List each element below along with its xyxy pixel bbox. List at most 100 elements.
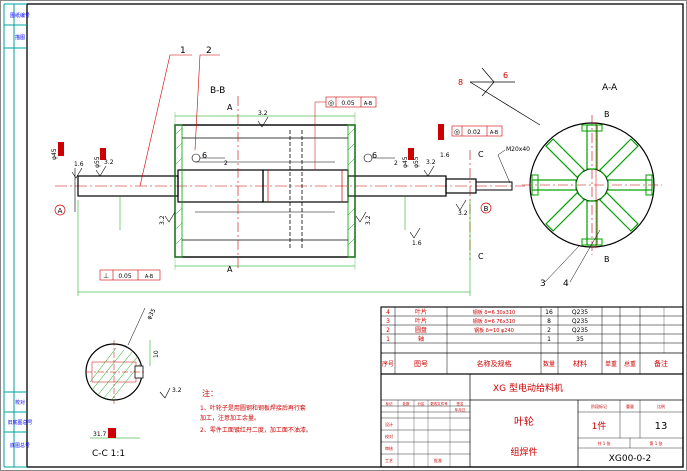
inner-border — [26, 3, 684, 468]
roughness-4: 3.2 — [159, 215, 166, 225]
tolerance-2-datum: A-B — [490, 130, 499, 136]
cc-roughness: 3.2 — [172, 387, 182, 394]
chamfer-label-left: 1.6 — [74, 161, 84, 168]
bom-header-qty: 数量 — [543, 360, 555, 368]
bom-row-1-material: Q235 — [572, 309, 588, 316]
tolerance-1-datum: A-B — [364, 101, 373, 107]
balloon-2: 2 — [206, 46, 212, 56]
bom-header-total-wt: 总重 — [624, 360, 636, 368]
fillet-label-4: 2 — [394, 160, 398, 167]
datum-b-label: B — [484, 205, 489, 213]
thread-label: M20x40 — [506, 146, 530, 153]
section-marker-a-top: A — [227, 103, 233, 112]
bom-row-1-qty: 16 — [545, 309, 553, 316]
title-block — [380, 373, 684, 468]
bom-row-2-name: 叶片 — [415, 317, 427, 325]
datum-a-label: A — [58, 207, 63, 215]
cc-view-label: C-C 1:1 — [92, 449, 125, 459]
section-marker-c-bottom: C — [478, 252, 484, 261]
bom-row-3-spec: 钢板 δ=10 φ240 — [474, 327, 514, 334]
fillet-markers — [191, 153, 395, 163]
bom-header-remark: 备注 — [654, 359, 668, 368]
datum-a-circle — [54, 204, 66, 216]
shaft-dia-mid-left: φ55 — [94, 156, 101, 168]
notes-line-3: 2、零件工面镀红丹二度，加工面不油漆。 — [200, 426, 312, 434]
roughness-7: 3.2 — [458, 210, 468, 217]
title-quantity: 1件 — [592, 420, 607, 432]
notes-line-1: 1、叶轮子是用圆钢和钢板焊接后再行套 — [200, 404, 306, 412]
margin-label-base: 底图总号 — [10, 442, 30, 449]
fillet-label-3: 6 — [372, 151, 377, 160]
tolerance-1-symbol: ◎ — [328, 99, 334, 107]
tolerance-frame-1: ◎ 0.05 A-B — [314, 96, 377, 170]
fillet-label-2: 2 — [224, 160, 228, 167]
tolerance-3-datum: A-B — [145, 274, 154, 280]
shaft-dia-left: φ45 — [51, 148, 58, 160]
bom-row-2-spec: 钢板 δ=6 76x310 — [473, 318, 515, 325]
tb-label-check: 校对 — [385, 433, 393, 439]
tb-label-process: 工艺 — [385, 458, 393, 463]
aa-view-label: A-A — [602, 83, 618, 93]
fillet-label-1: 6 — [202, 151, 207, 160]
tolerance-2-symbol: ◎ — [454, 128, 460, 136]
tb-label-design: 设计 — [385, 421, 393, 427]
bom-header-unit-wt: 单重 — [605, 360, 617, 368]
margin-label-drawing-no: 图纸编号 — [10, 12, 30, 19]
tb-label-mark: 标记 — [386, 401, 394, 406]
roughness-3: 3.2 — [426, 159, 436, 166]
cc-dim-dia: φ35 — [146, 307, 158, 321]
section-label-bb: B-B — [210, 86, 225, 96]
bom-row-2-qty: 8 — [547, 318, 551, 325]
tb-label-review: 审核 — [385, 445, 393, 451]
shaft-dia-right: φ45 — [402, 156, 409, 168]
dia-marker-right — [408, 148, 414, 160]
tolerance-frame-3: ⊥ 0.05 A-B — [99, 269, 161, 281]
bom-row-3-material: Q235 — [572, 327, 588, 334]
section-marker-a-bottom: A — [227, 265, 233, 274]
bom-header-no: 序号 — [382, 360, 394, 368]
tb-label-stage: 阶段标记 — [591, 403, 607, 409]
dia-marker-left2 — [100, 148, 106, 160]
aa-balloon-4: 4 — [563, 279, 569, 289]
tb-label-count: 处数 — [403, 401, 411, 406]
margin-label-tracing: 描图 — [15, 34, 25, 41]
tb-label-weight: 重量 — [626, 403, 634, 409]
bom-row-2-material: Q235 — [572, 318, 588, 325]
tb-label-scale: 比例 — [657, 403, 665, 409]
tolerance-1-value: 0.05 — [341, 100, 355, 107]
margin-label-check: 校对 — [15, 399, 25, 406]
tb-label-total-sheets: 共 1 张 — [597, 440, 610, 446]
weld-number-left: 8 — [458, 78, 463, 87]
roughness-6: 1.6 — [412, 240, 422, 247]
aa-marker-bottom: B — [604, 255, 610, 264]
chamfer-label-right: 1.6 — [440, 152, 450, 159]
tb-label-sheet-no: 第 1 张 — [649, 440, 662, 446]
roughness-5: 3.2 — [365, 215, 372, 225]
bom-header-drawing: 图号 — [414, 360, 428, 368]
margin-label-old-base: 旧底图总号 — [7, 419, 32, 426]
bom-row-4-name: 轴 — [418, 335, 424, 343]
aa-marker-top: B — [604, 110, 610, 119]
tb-label-date: 年月日 — [455, 407, 466, 412]
roughness-1: 3.2 — [104, 159, 114, 166]
section-marker-c-top: C — [478, 150, 484, 159]
bom-header-name: 名称及规格 — [477, 359, 512, 368]
bom-row-4-qty: 1 — [547, 336, 551, 343]
title-sub-name: 组焊件 — [510, 446, 537, 458]
tolerance-2-value: 0.02 — [467, 129, 481, 136]
title-sheet-value: 13 — [655, 421, 668, 432]
cc-dim-width: 31.7 — [93, 431, 107, 438]
notes-line-2: 加工，注意加工余量。 — [200, 414, 260, 422]
aa-balloon-3: 3 — [540, 279, 546, 289]
bom-row-2-no: 3 — [386, 318, 390, 325]
weld-number-right: 6 — [503, 71, 508, 80]
bom-header-material: 材料 — [573, 359, 587, 368]
dia-marker-left — [58, 142, 64, 156]
main-view — [55, 54, 525, 296]
aa-view — [522, 115, 662, 283]
roughness-2: 3.2 — [258, 110, 268, 117]
notes-heading: 注： — [202, 388, 218, 398]
bom-row-4-material: 35 — [576, 336, 584, 343]
